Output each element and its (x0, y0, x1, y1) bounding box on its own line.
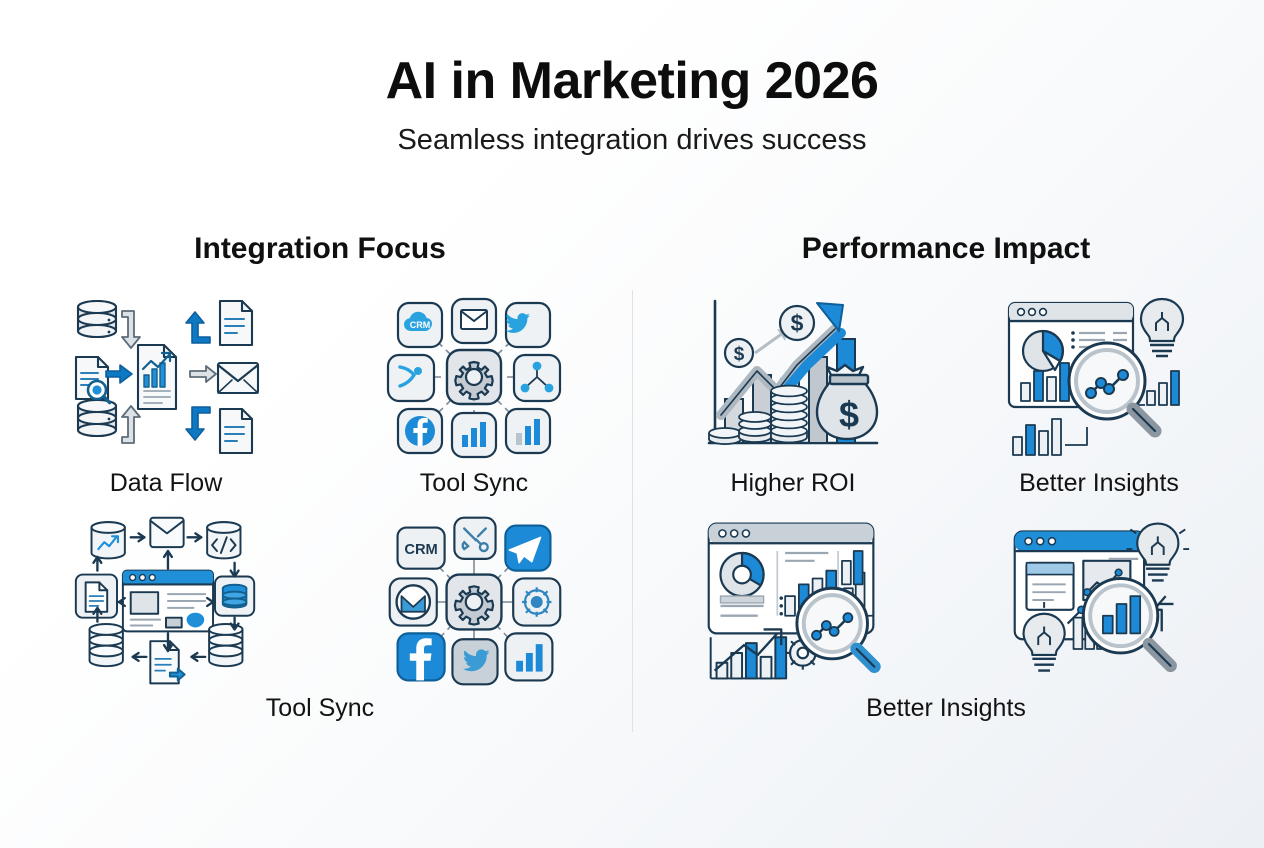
card-better-insights[interactable]: Better Insights (950, 287, 1248, 498)
integration-row-2: CRM (16, 512, 624, 723)
data-flow-diagram-icon (74, 299, 260, 455)
section-heading-performance: Performance Impact (801, 232, 1091, 265)
card-data-flow[interactable]: Data Flow (16, 287, 316, 498)
insights-bulb-dashboard-icon (1013, 522, 1190, 672)
card-label-better-insights: Better Insights (1019, 469, 1179, 497)
section-performance-impact: Performance Impact (644, 232, 1248, 723)
card-insights-bulb-dashboard[interactable] (950, 512, 1248, 692)
card-label-data-flow: Data Flow (109, 469, 223, 497)
card-label-integration-row2: Tool Sync (265, 693, 375, 722)
page-subtitle: Seamless integration drives success (397, 123, 867, 156)
card-higher-roi[interactable]: $ $ (644, 287, 942, 498)
svg-text:CRM: CRM (410, 320, 431, 330)
app-integration-hub-icon: CRM (388, 516, 562, 686)
dashboard-magnifier-bulb-icon (1007, 297, 1185, 456)
card-analytics-dashboard[interactable] (644, 512, 942, 692)
integration-row-1: Data Flow (16, 287, 624, 498)
svg-text:$: $ (734, 344, 745, 365)
card-tool-sync[interactable]: CRM (324, 287, 624, 498)
svg-text:$: $ (839, 394, 859, 435)
card-app-integration-hub[interactable]: CRM (324, 512, 624, 692)
performance-row-1: $ $ (644, 287, 1248, 498)
svg-text:$: $ (791, 310, 804, 336)
section-integration-focus: Integration Focus (16, 232, 624, 723)
card-label-higher-roi: Higher ROI (730, 469, 856, 497)
performance-row-2: Better Insights (644, 512, 1248, 723)
gear-hub-tile (445, 348, 503, 406)
svg-text:CRM: CRM (404, 542, 437, 558)
growth-chart-money-icon: $ $ (707, 299, 879, 445)
poster-header: AI in Marketing 2026 Seamless integratio… (0, 54, 1264, 156)
card-label-tool-sync: Tool Sync (419, 469, 529, 497)
section-divider (632, 290, 633, 732)
analytics-dashboard-magnifier-icon (707, 522, 881, 680)
circular-data-flow-icon (74, 516, 256, 685)
card-circular-data-flow[interactable] (16, 512, 316, 692)
card-label-performance-row2: Better Insights (866, 693, 1026, 722)
tool-hub-network-icon: CRM (386, 297, 562, 459)
page-title: AI in Marketing 2026 (385, 52, 879, 110)
section-heading-integration: Integration Focus (194, 232, 446, 265)
